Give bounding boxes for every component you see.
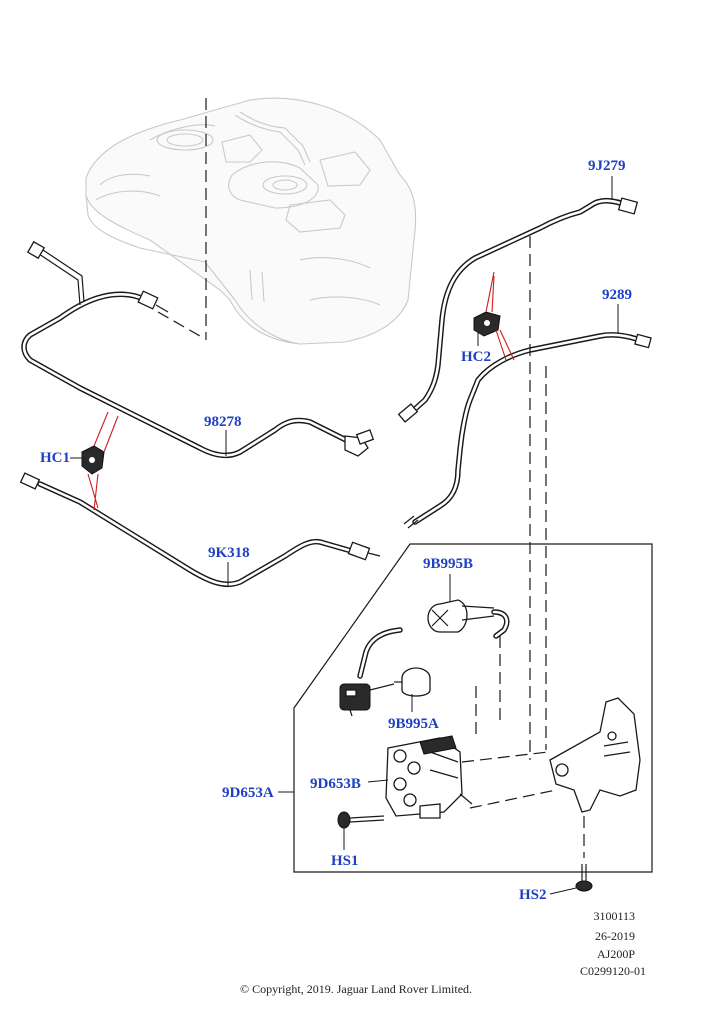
copyright-notice: © Copyright, 2019. Jaguar Land Rover Lim… bbox=[240, 982, 472, 996]
canister-bracket bbox=[549, 697, 641, 813]
fuel-pipe-9J279 bbox=[402, 198, 631, 421]
clip-hc1 bbox=[81, 445, 105, 475]
hose-9B995B-left bbox=[357, 627, 403, 679]
leader-hs2 bbox=[549, 887, 577, 895]
fuel-tank-ghost bbox=[85, 97, 417, 345]
reference-line-4: C0299120-01 bbox=[580, 964, 646, 978]
bolt-hs2 bbox=[575, 864, 593, 892]
bolt-hs1 bbox=[337, 811, 385, 829]
callout-9B995A[interactable]: 9B995A bbox=[388, 716, 439, 732]
callout-9K318[interactable]: 9K318 bbox=[208, 545, 250, 561]
connector-9J279-lower bbox=[397, 403, 419, 423]
connector-9K318-right bbox=[347, 541, 381, 561]
filter-9B995A bbox=[394, 667, 431, 697]
fuel-pipe-branch-left bbox=[26, 240, 85, 306]
fuel-pipe-9K318 bbox=[37, 481, 358, 588]
callout-9B995B[interactable]: 9B995B bbox=[423, 556, 473, 572]
connector-98278-elbow bbox=[344, 429, 375, 457]
callout-9J279[interactable]: 9J279 bbox=[588, 158, 626, 174]
callout-98278[interactable]: 98278 bbox=[204, 414, 242, 430]
leader-9D653B bbox=[367, 779, 389, 783]
purge-valve bbox=[339, 683, 395, 717]
callout-9D653B[interactable]: 9D653B bbox=[310, 776, 361, 792]
connector-9289-end bbox=[634, 333, 652, 349]
callout-9D653A[interactable]: 9D653A bbox=[222, 785, 274, 801]
callout-9289[interactable]: 9289 bbox=[602, 287, 632, 303]
fuel-pipe-98278 bbox=[21, 291, 353, 459]
clip-hc1-leader-down bbox=[87, 473, 99, 511]
callout-hs1[interactable]: HS1 bbox=[331, 853, 359, 869]
clip-hc1-leader-up bbox=[93, 411, 119, 453]
callout-hc2[interactable]: HC2 bbox=[461, 349, 491, 365]
clip-hc2-leader-down bbox=[495, 329, 515, 361]
assembly-dash-4 bbox=[469, 789, 557, 809]
assembly-dash-3 bbox=[461, 751, 549, 763]
reference-line-2: 26-2019 bbox=[595, 929, 635, 943]
filter-9B995B bbox=[427, 599, 495, 633]
clip-hc2 bbox=[473, 311, 501, 337]
connector-9289-lower bbox=[403, 515, 419, 529]
canister-9D653B bbox=[385, 735, 473, 819]
callout-hc1[interactable]: HC1 bbox=[40, 450, 70, 466]
alignment-dash-3 bbox=[157, 311, 201, 337]
connector-9J279-end bbox=[617, 197, 639, 215]
callout-hs2[interactable]: HS2 bbox=[519, 887, 547, 903]
reference-line-3: AJ200P bbox=[597, 947, 635, 961]
canister-detail-frame bbox=[293, 543, 653, 873]
connector-98278-tank-end bbox=[137, 290, 169, 313]
fuel-pipe-9289 bbox=[412, 332, 648, 525]
reference-line-1: 3100113 bbox=[593, 909, 635, 923]
connector-9K318-left bbox=[19, 472, 41, 490]
clip-hc2-leader-up bbox=[485, 271, 495, 313]
hose-9B995B-right bbox=[491, 609, 510, 639]
